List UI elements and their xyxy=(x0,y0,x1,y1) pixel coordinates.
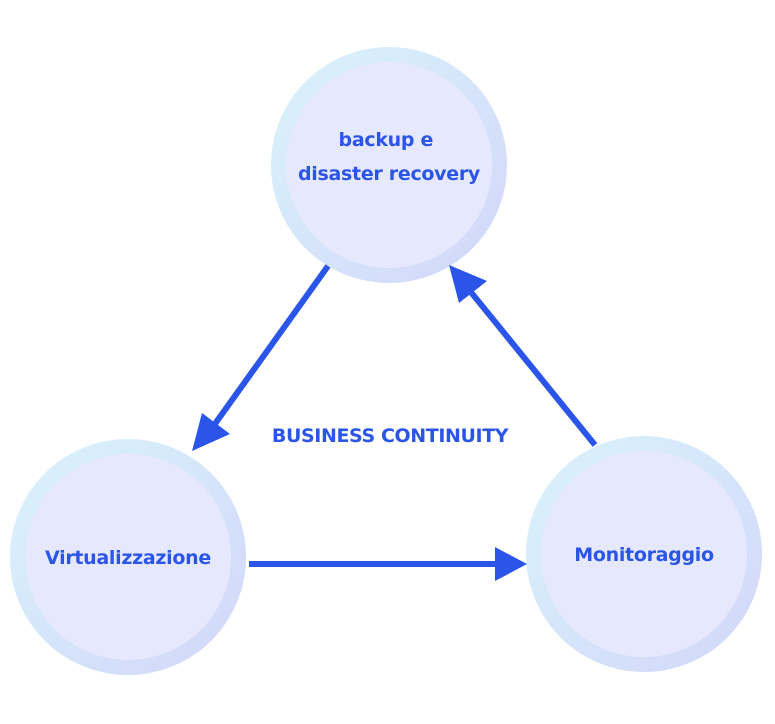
node-monitoring: Monitoraggio xyxy=(526,436,762,672)
node-monitoring-disc xyxy=(541,451,747,657)
arrow-monitoring-to-backup xyxy=(449,265,598,447)
node-backup-disc xyxy=(286,62,492,268)
node-backup-label-line1: backup e xyxy=(339,129,434,151)
node-backup-disaster-recovery: backup e disaster recovery xyxy=(271,47,507,283)
arrow-virtualization-to-monitoring xyxy=(249,547,527,581)
node-backup-label-line2: disaster recovery xyxy=(298,163,481,185)
node-virtualization-label: Virtualizzazione xyxy=(45,547,211,569)
node-monitoring-label: Monitoraggio xyxy=(574,544,714,566)
node-virtualization: Virtualizzazione xyxy=(10,439,246,675)
arrow-backup-to-virtualization xyxy=(192,264,331,451)
node-backup-label: backup e disaster recovery xyxy=(298,129,481,185)
node-virtualization-disc xyxy=(25,454,231,660)
center-label-business-continuity: BUSINESS CONTINUITY xyxy=(272,425,509,447)
